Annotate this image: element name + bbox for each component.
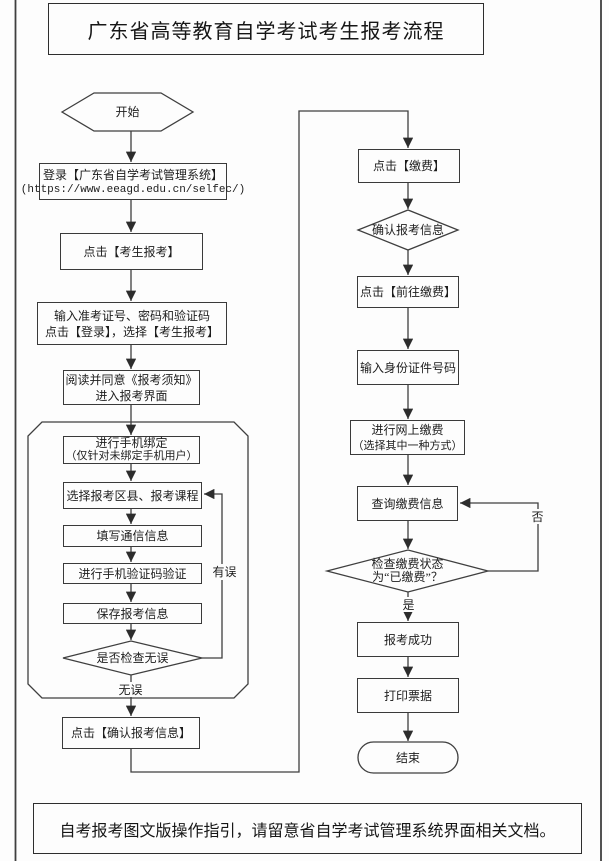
node-check-correct: 是否检查无误 (63, 641, 202, 675)
node-confirm-reg-info-label: 确认报考信息 (371, 223, 444, 237)
node-check-status-line2: 为“已缴费”？ (372, 570, 443, 584)
node-fill-contact-label: 填写通信信息 (96, 529, 169, 543)
node-confirm-submit: 点击【确认报考信息】 (62, 717, 200, 749)
node-query-payment: 查询缴费信息 (357, 486, 458, 521)
node-login: 登录【广东省自学考试管理系统】 (https://www.eeagd.edu.c… (21, 163, 245, 200)
node-print-receipt-label: 打印票据 (383, 688, 432, 703)
node-end-label: 结束 (395, 750, 420, 765)
node-goto-pay: 点击【前往缴费】 (357, 276, 459, 308)
node-enter-credentials-line2: 点击【登录】，选择【考生报考】 (44, 324, 219, 339)
node-query-payment-label: 查询缴费信息 (371, 496, 444, 511)
node-click-pay: 点击【缴费】 (358, 149, 460, 183)
node-online-pay-line2: （选择其中一种方式） (352, 439, 463, 452)
node-select-courses: 选择报考区县、报考课程 (63, 482, 202, 509)
node-print-receipt: 打印票据 (357, 678, 459, 713)
node-select-courses-label: 选择报考区县、报考课程 (66, 488, 199, 503)
node-read-notice-line1: 阅读并同意《报考须知》 (65, 372, 198, 387)
node-verify-sms: 进行手机验证码验证 (63, 563, 202, 584)
node-bind-phone: 进行手机绑定 （仅针对未绑定手机用户） (63, 436, 200, 464)
node-save-info-label: 保存报考信息 (96, 606, 169, 621)
loop-not-paid (460, 497, 539, 572)
node-check-status: 检查缴费状态 为“已缴费”？ (327, 552, 488, 590)
node-end: 结束 (358, 742, 458, 773)
node-enter-id-label: 输入身份证件号码 (359, 360, 456, 375)
node-start: 开始 (62, 93, 193, 131)
node-online-pay: 进行网上缴费 （选择其中一种方式） (350, 420, 465, 455)
node-check-correct-label: 是否检查无误 (96, 651, 169, 665)
node-save-info: 保存报考信息 (63, 603, 202, 624)
footer-note: 自考报考图文版操作指引，请留意省自学考试管理系统界面相关文档。 (33, 803, 582, 854)
node-success-label: 报考成功 (383, 632, 432, 647)
node-login-line1: 登录【广东省自学考试管理系统】 (42, 167, 223, 182)
label-has-error: 有误 (211, 564, 238, 580)
node-read-notice: 阅读并同意《报考须知》 进入报考界面 (63, 370, 200, 405)
group-container-shape (27, 421, 249, 699)
node-enter-credentials-line1: 输入准考证号、密码和验证码 (53, 308, 210, 323)
node-fill-contact: 填写通信信息 (63, 525, 202, 547)
node-online-pay-line1: 进行网上缴费 (371, 422, 444, 437)
node-bind-phone-line1: 进行手机绑定 (95, 436, 168, 450)
confirm-reg-info-diamond-shape (356, 209, 460, 251)
label-yes: 是 (401, 597, 416, 612)
column-bridge (130, 110, 414, 773)
node-verify-sms-label: 进行手机验证码验证 (78, 566, 187, 581)
node-enter-credentials: 输入准考证号、密码和验证码 点击【登录】，选择【考生报考】 (37, 302, 227, 345)
node-login-url: (https://www.eeagd.edu.cn/selfec/) (20, 183, 246, 196)
node-click-register-label: 点击【考生报考】 (83, 244, 180, 259)
node-confirm-submit-label: 点击【确认报考信息】 (70, 726, 191, 740)
node-confirm-reg-info: 确认报考信息 (358, 210, 458, 250)
node-goto-pay-label: 点击【前往缴费】 (359, 285, 456, 299)
start-hexagon-shape (60, 92, 195, 132)
node-click-pay-label: 点击【缴费】 (372, 159, 445, 173)
page-title: 广东省高等教育自学考试考生报考流程 (48, 3, 484, 55)
node-success: 报考成功 (357, 622, 459, 657)
node-start-label: 开始 (115, 105, 140, 119)
label-no: 否 (530, 509, 545, 524)
end-stadium-shape (357, 741, 459, 774)
node-check-status-line1: 检查缴费状态 (371, 557, 444, 571)
node-enter-id: 输入身份证件号码 (357, 350, 459, 385)
node-bind-phone-line2: （仅针对未绑定手机用户） (65, 450, 198, 462)
node-click-register: 点击【考生报考】 (60, 233, 203, 270)
node-read-notice-line2: 进入报考界面 (95, 388, 168, 403)
label-no-error: 无误 (117, 682, 144, 697)
